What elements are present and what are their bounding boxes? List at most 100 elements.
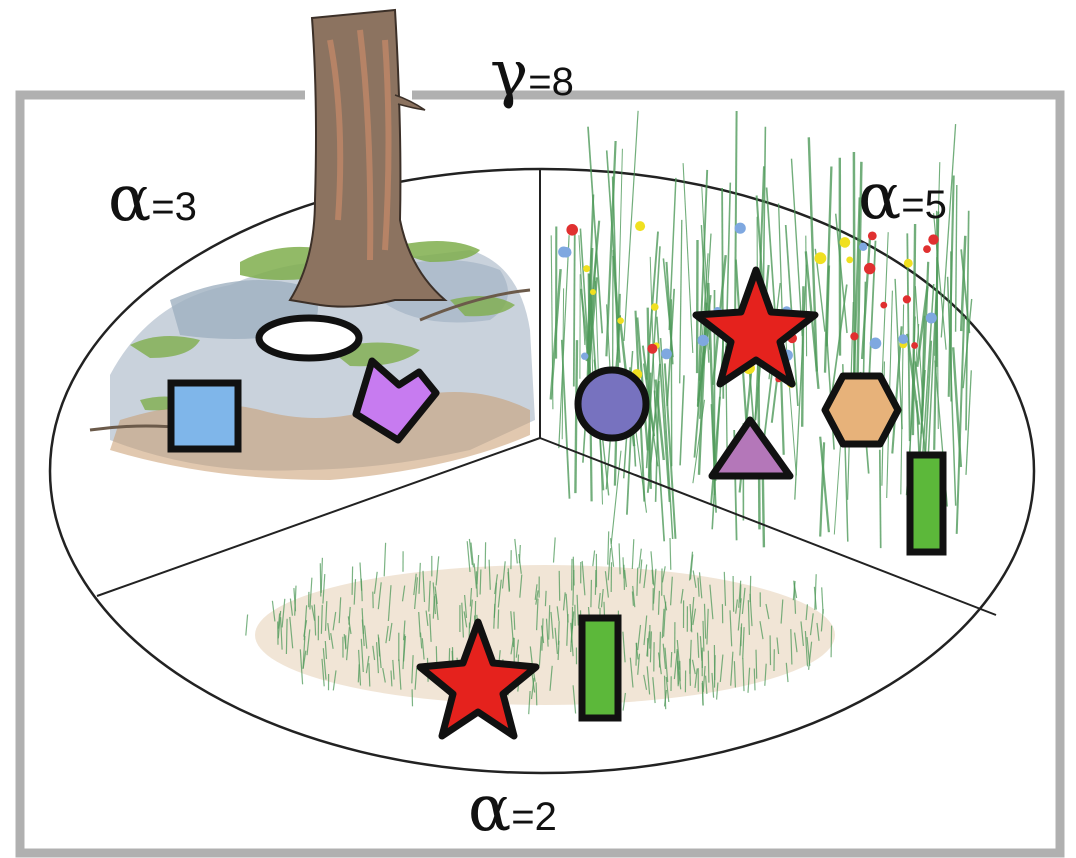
grass-blade <box>363 625 368 649</box>
grass-blade <box>652 677 656 704</box>
flower <box>923 245 931 254</box>
species-hexagon <box>821 372 902 448</box>
grass-blade <box>793 580 798 599</box>
flower <box>558 246 570 258</box>
grass-blade <box>813 586 817 610</box>
grass-blade <box>277 613 281 629</box>
grass-blade <box>697 577 700 597</box>
grass-blade <box>702 665 706 692</box>
grass-blade <box>466 541 471 573</box>
grass-blade <box>311 605 316 621</box>
grass-blade <box>642 363 659 467</box>
grass-blade <box>947 175 955 397</box>
grass-blade <box>657 590 660 615</box>
flower <box>566 224 578 236</box>
grass-blade <box>418 562 421 594</box>
grass-blade <box>414 577 418 610</box>
grass-blade <box>785 662 789 683</box>
grass-blade <box>705 675 708 694</box>
grass-blade <box>605 150 620 331</box>
grass-blade <box>814 574 817 610</box>
grass-blade <box>694 668 698 688</box>
grass-blade <box>692 608 697 626</box>
grass-blade <box>800 621 804 646</box>
grass-blade <box>933 213 947 350</box>
grass-blade <box>643 564 648 589</box>
grass-blade <box>558 570 561 601</box>
grass-blade <box>663 363 677 539</box>
grass-blade <box>469 587 473 607</box>
grass-blade <box>657 652 662 675</box>
grass-blade <box>650 551 655 586</box>
grass-blade <box>834 213 848 334</box>
grass-blade <box>572 685 577 714</box>
grass-blade <box>819 436 830 533</box>
grass-blade <box>534 584 538 600</box>
grass-blade <box>723 571 727 606</box>
grass-blade <box>560 339 571 499</box>
grass-blade <box>663 601 667 637</box>
grass-blade <box>808 641 813 670</box>
grass-blade <box>706 608 709 645</box>
grassland-species <box>416 614 622 740</box>
grass-blade <box>574 340 579 494</box>
flower <box>903 258 913 268</box>
grass-blade <box>385 625 389 644</box>
grass-blade <box>245 614 249 636</box>
flower <box>590 289 596 295</box>
species-rectangle <box>578 614 622 722</box>
grass-blade <box>330 633 334 649</box>
grass-blade <box>801 286 805 427</box>
grass-blade <box>403 620 406 641</box>
grass-blade <box>645 246 661 469</box>
grass-blade <box>733 661 736 688</box>
species-ellipse <box>255 314 363 362</box>
grass-blade <box>711 672 715 698</box>
grass-blade <box>320 604 323 634</box>
grass-blade <box>289 616 294 649</box>
grass-blade <box>414 667 418 690</box>
grass-blade <box>732 575 735 612</box>
grass-blade <box>701 682 704 706</box>
grass-blade <box>946 276 957 506</box>
grass-blade <box>434 586 438 605</box>
grass-blade <box>289 598 293 616</box>
grass-blade <box>856 161 863 391</box>
grass-blade <box>324 601 328 631</box>
alpha-grassland-label: α=2 <box>468 772 557 846</box>
grass-blade <box>646 631 650 657</box>
alpha-forest-label: α=3 <box>108 162 197 236</box>
grass-blade <box>689 554 694 580</box>
grass-blade <box>510 637 515 655</box>
grass-blade <box>590 579 592 608</box>
grass-blade <box>643 674 648 690</box>
grass-blade <box>549 665 553 691</box>
grass-blade <box>652 568 657 604</box>
grass-blade <box>320 557 323 593</box>
flower <box>928 234 939 245</box>
grass-blade <box>587 126 604 334</box>
grass-blade <box>479 569 482 595</box>
grass-blade <box>819 442 826 537</box>
grass-blade <box>604 571 609 598</box>
grass-blade <box>605 140 617 357</box>
grass-blade <box>572 556 575 586</box>
grass-blade <box>663 675 667 710</box>
grass-blade <box>699 636 703 661</box>
grass-blade <box>737 598 742 631</box>
grass-blade <box>646 666 651 695</box>
grass-blade <box>541 625 545 644</box>
gamma-diversity-label: γ=8 <box>490 37 574 111</box>
grass-blade <box>755 649 758 679</box>
grass-blade <box>281 598 286 628</box>
grass-blade <box>518 554 522 574</box>
grass-blade <box>531 673 536 693</box>
grass-blade <box>507 571 510 592</box>
grass-blade <box>607 548 612 581</box>
grass-blade <box>285 618 288 655</box>
grass-blade <box>576 594 579 626</box>
grass-blade <box>804 630 809 667</box>
grass-blade <box>623 110 639 342</box>
grass-blade <box>545 618 549 647</box>
grass-blade <box>464 594 468 618</box>
